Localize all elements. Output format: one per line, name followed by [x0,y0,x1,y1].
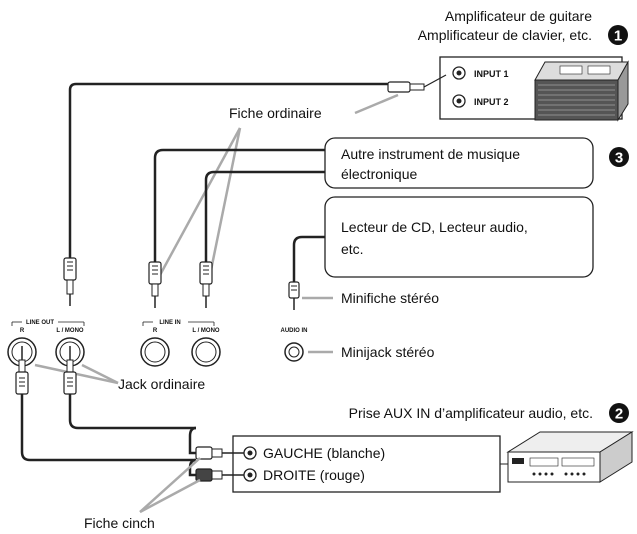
pin-plug-red [195,468,244,482]
cable-line-out-r-to-aux [20,394,196,462]
cable-line-in-l [204,170,325,262]
line-in-r-jack [140,337,170,367]
line-in-l-jack [191,337,221,367]
guitar-amp-label: Amplificateur de guitare [445,8,592,24]
badge-2: 2 [609,403,629,423]
badge-1: 1 [608,25,628,45]
standard-plug-pointer-1 [158,127,242,276]
standard-plug-pointer-2 [208,127,242,276]
line-out-l-label: L / MONO [56,328,84,334]
line-in-l-plug [199,261,213,308]
stereo-miniplug-label: Minifiche stéréo [341,290,439,306]
aux-right-label: DROITE (rouge) [263,467,365,483]
line-out-label: LINE OUT [26,320,54,326]
line-in-bracket [142,321,215,326]
audio-amplifier-illustration [506,431,634,483]
svg-text:2: 2 [615,406,623,423]
stereo-mini-plug [288,281,300,310]
svg-text:1: 1 [614,28,622,45]
amplifier-illustration: INPUT 1 INPUT 2 [439,56,629,122]
amp-input-1-jack [452,66,466,80]
audio-in-jack [284,342,304,362]
cable-to-amp [68,82,388,258]
badge-3: 3 [609,147,629,167]
amp-input-2-jack [452,94,466,108]
cd-player-label-2: etc. [341,241,364,257]
pin-plug-white [195,446,244,460]
line-out-l-upper-plug [63,257,77,306]
aux-left-jack [243,446,257,460]
standard-plug-pointer-amp [354,93,399,115]
line-out-r-label: R [20,328,25,334]
audio-in-label: AUDIO IN [281,328,308,334]
pin-plug-pointer-white [139,457,201,513]
cd-player-box [324,196,594,278]
amp-standard-plug [387,74,447,93]
cable-line-out-l-to-aux [68,394,196,430]
line-in-r-label: R [153,328,158,334]
line-in-label: LINE IN [159,320,180,326]
other-instrument-box [324,137,594,189]
aux-right-jack [243,468,257,482]
keyboard-amp-label: Amplificateur de clavier, etc. [418,27,592,43]
line-in-r-plug [148,261,162,308]
standard-jack-label: Jack ordinaire [118,376,205,392]
line-out-bracket [11,321,85,326]
stereo-minijack-label: Minijack stéréo [341,344,435,360]
svg-text:3: 3 [615,150,623,167]
cable-line-in-r [153,148,325,262]
cd-player-label-1: Lecteur de CD, Lecteur audio, [341,219,528,235]
line-out-l-plug [63,346,77,395]
other-instrument-label-2: électronique [341,166,417,182]
aux-left-label: GAUCHE (blanche) [263,445,385,461]
amp-input-1-label: INPUT 1 [474,69,509,79]
standard-plug-label: Fiche ordinaire [229,105,322,121]
pin-plug-pointer-red [139,478,201,514]
other-instrument-label-1: Autre instrument de musique [341,146,520,162]
line-in-l-label: L / MONO [192,328,220,334]
cable-audio-in [292,235,325,282]
pin-plug-label: Fiche cinch [84,515,155,531]
amp-input-2-label: INPUT 2 [474,97,509,107]
standard-jack-pointer-l [81,363,119,385]
aux-in-label: Prise AUX IN d’amplificateur audio, etc. [349,405,593,421]
line-out-r-plug [15,346,29,395]
